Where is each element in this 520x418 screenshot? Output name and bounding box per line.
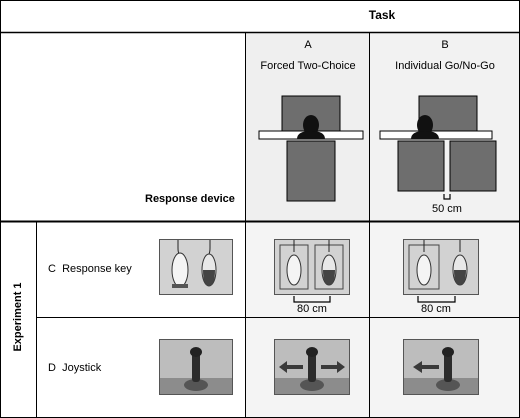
key-left-icon bbox=[171, 252, 189, 288]
experiment-label: Experiment 1 bbox=[12, 282, 24, 352]
table-a bbox=[286, 140, 336, 202]
distance-bracket-b bbox=[443, 194, 451, 200]
distance-label-b-setup: 50 cm bbox=[432, 203, 462, 215]
row-d-letter: D bbox=[48, 362, 56, 374]
joystick-top-b bbox=[442, 347, 454, 357]
column-b-letter: B bbox=[441, 39, 449, 51]
distance-label-c-a: 80 cm bbox=[297, 303, 327, 315]
table-b-left bbox=[397, 140, 445, 192]
joystick-photo-a-content bbox=[275, 347, 349, 394]
key-right-shadow bbox=[203, 270, 215, 286]
joystick-base-b bbox=[436, 379, 460, 391]
column-b-name: Individual Go/No-Go bbox=[395, 60, 495, 72]
joystick-base-a bbox=[300, 379, 324, 391]
key-cable-left bbox=[177, 240, 180, 255]
arrow-left-icon-b bbox=[413, 361, 439, 373]
joystick-stick-a bbox=[308, 352, 316, 382]
response-key-photo-a bbox=[274, 239, 350, 295]
key-cable-right bbox=[208, 240, 211, 255]
joystick-base-icon bbox=[184, 379, 208, 391]
row-c-name: Response key bbox=[62, 263, 132, 275]
setup-a-diagram bbox=[258, 95, 364, 202]
person-body-b bbox=[411, 131, 439, 139]
response-key-photo-b-content bbox=[408, 240, 468, 290]
joystick-stick-icon bbox=[192, 352, 200, 382]
arrow-right-icon-a bbox=[321, 361, 345, 373]
person-head-a bbox=[303, 115, 319, 135]
key-base-left bbox=[172, 284, 188, 288]
response-key-photo-b bbox=[403, 239, 479, 295]
joystick-photo-b bbox=[403, 339, 479, 395]
response-key-photo-content bbox=[171, 240, 217, 288]
key-right-shadow-a bbox=[323, 270, 335, 285]
key-right-shadow-b bbox=[454, 270, 466, 285]
joystick-photo-b-content bbox=[404, 347, 478, 394]
distance-label-c-b: 80 cm bbox=[421, 303, 451, 315]
response-key-photo bbox=[159, 239, 233, 295]
response-key-photo-a-content bbox=[279, 240, 344, 290]
column-a-letter: A bbox=[304, 39, 312, 51]
joystick-stick-b bbox=[444, 352, 452, 382]
key-left-icon-b bbox=[416, 254, 432, 286]
distance-bracket-c-b bbox=[417, 296, 456, 303]
row-d-label: D Joystick bbox=[48, 362, 101, 374]
row-c-label: C Response key bbox=[48, 263, 132, 275]
key-left-icon-a bbox=[286, 254, 302, 286]
response-device-label: Response device bbox=[145, 193, 235, 205]
setup-b-diagram bbox=[379, 95, 497, 200]
joystick-photo-content bbox=[160, 347, 232, 394]
person-body-a bbox=[297, 131, 325, 139]
joystick-photo bbox=[159, 339, 233, 395]
table-b-right bbox=[449, 140, 497, 192]
task-title: Task bbox=[368, 8, 396, 22]
person-head-b bbox=[417, 115, 433, 135]
joystick-top-a bbox=[306, 347, 318, 357]
column-a-name: Forced Two-Choice bbox=[260, 60, 356, 72]
row-d-name: Joystick bbox=[62, 362, 102, 374]
row-c-letter: C bbox=[48, 263, 56, 275]
joystick-photo-a bbox=[274, 339, 350, 395]
distance-bracket-c-a bbox=[293, 296, 331, 303]
joystick-top-icon bbox=[190, 347, 202, 357]
arrow-left-icon-a bbox=[279, 361, 303, 373]
